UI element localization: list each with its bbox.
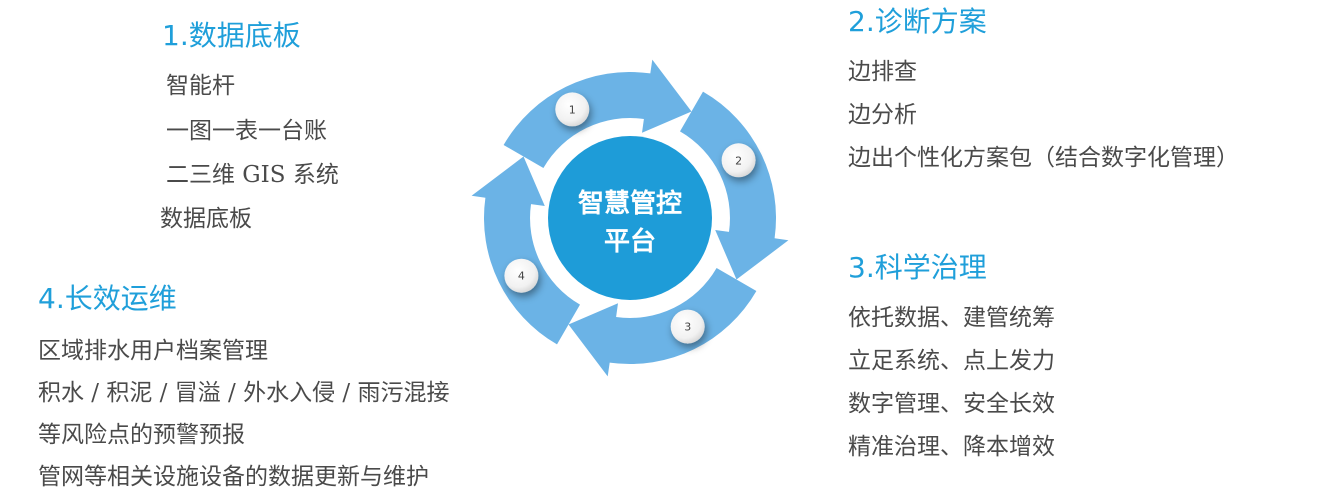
governance-item: 精准治理、降本增效: [848, 434, 1055, 460]
step-number: 1: [569, 103, 576, 116]
cycle-arrow-3: [568, 268, 757, 377]
center-title-line2: 平台: [604, 226, 656, 257]
operation-item: 管网等相关设施设备的数据更新与维护: [38, 464, 429, 490]
governance-item: 立足系统、点上发力: [848, 348, 1055, 374]
data-base-item: 智能杆: [166, 73, 235, 99]
operation-item: 区域排水用户档案管理: [38, 338, 268, 364]
step-number: 2: [735, 154, 742, 167]
cycle-arrow-1: [503, 59, 692, 168]
center-title-line1: 智慧管控: [578, 189, 682, 219]
section-title-governance: 3.科学治理: [848, 251, 987, 284]
operation-item: 等风险点的预警预报: [38, 422, 245, 448]
data-base-item: 一图一表一台账: [166, 118, 327, 144]
governance-item: 依托数据、建管统筹: [848, 305, 1055, 331]
center-circle: [548, 136, 712, 300]
governance-item: 数字管理、安全长效: [848, 391, 1055, 417]
cycle-arrows: [471, 59, 789, 377]
diagnosis-item: 边分析: [848, 102, 917, 128]
diagnosis-item: 边排查: [848, 59, 917, 85]
diagnosis-item: 边出个性化方案包（结合数字化管理）: [848, 145, 1239, 171]
section-title-data-base: 1.数据底板: [162, 19, 301, 52]
section-title-diagnosis: 2.诊断方案: [848, 5, 987, 38]
cycle-arrow-4: [471, 156, 580, 345]
step-number: 4: [518, 270, 525, 283]
step-markers: 1 2 3 4: [504, 92, 756, 344]
data-base-item: 数据底板: [160, 206, 252, 232]
data-base-item: 二三维 GIS 系统: [166, 162, 339, 188]
step-marker-3: [670, 309, 705, 344]
cycle-arrow-2: [680, 91, 789, 280]
section-title-operation: 4.长效运维: [38, 282, 177, 315]
cycle-diagram: 智慧管控 平台 1 2 3 4: [471, 59, 789, 377]
step-marker-2: [721, 143, 756, 178]
operation-item: 积水 / 积泥 / 冒溢 / 外水入侵 / 雨污混接: [38, 380, 450, 406]
step-number: 3: [684, 321, 691, 334]
step-marker-4: [504, 258, 539, 293]
step-marker-1: [555, 92, 590, 127]
